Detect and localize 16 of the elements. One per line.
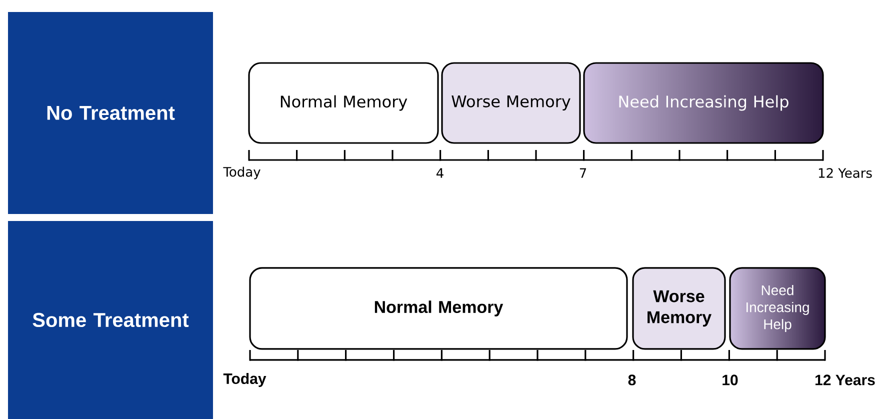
axis-label: 12 Years [818, 168, 872, 178]
stage-box: Need Increasing Help [583, 62, 824, 144]
axis-label: 7 [580, 168, 586, 178]
axis-label: 10 [722, 374, 738, 386]
stage-box: Normal Memory [248, 62, 439, 144]
row-heading-band: No Treatment [8, 12, 213, 214]
axis-label: 12 Years [816, 374, 875, 386]
axis-label: 8 [628, 374, 636, 386]
axis-label: Today [223, 373, 266, 387]
stage-box: Worse Memory [632, 267, 726, 350]
row-heading-band: Some Treatment [8, 221, 213, 419]
stage-box: Worse Memory [441, 62, 581, 144]
axis-label: Today [223, 166, 260, 180]
stage-box: Need Increasing Help [729, 267, 826, 350]
axis-label: 4 [436, 168, 444, 178]
stage-box: Normal Memory [249, 267, 628, 350]
